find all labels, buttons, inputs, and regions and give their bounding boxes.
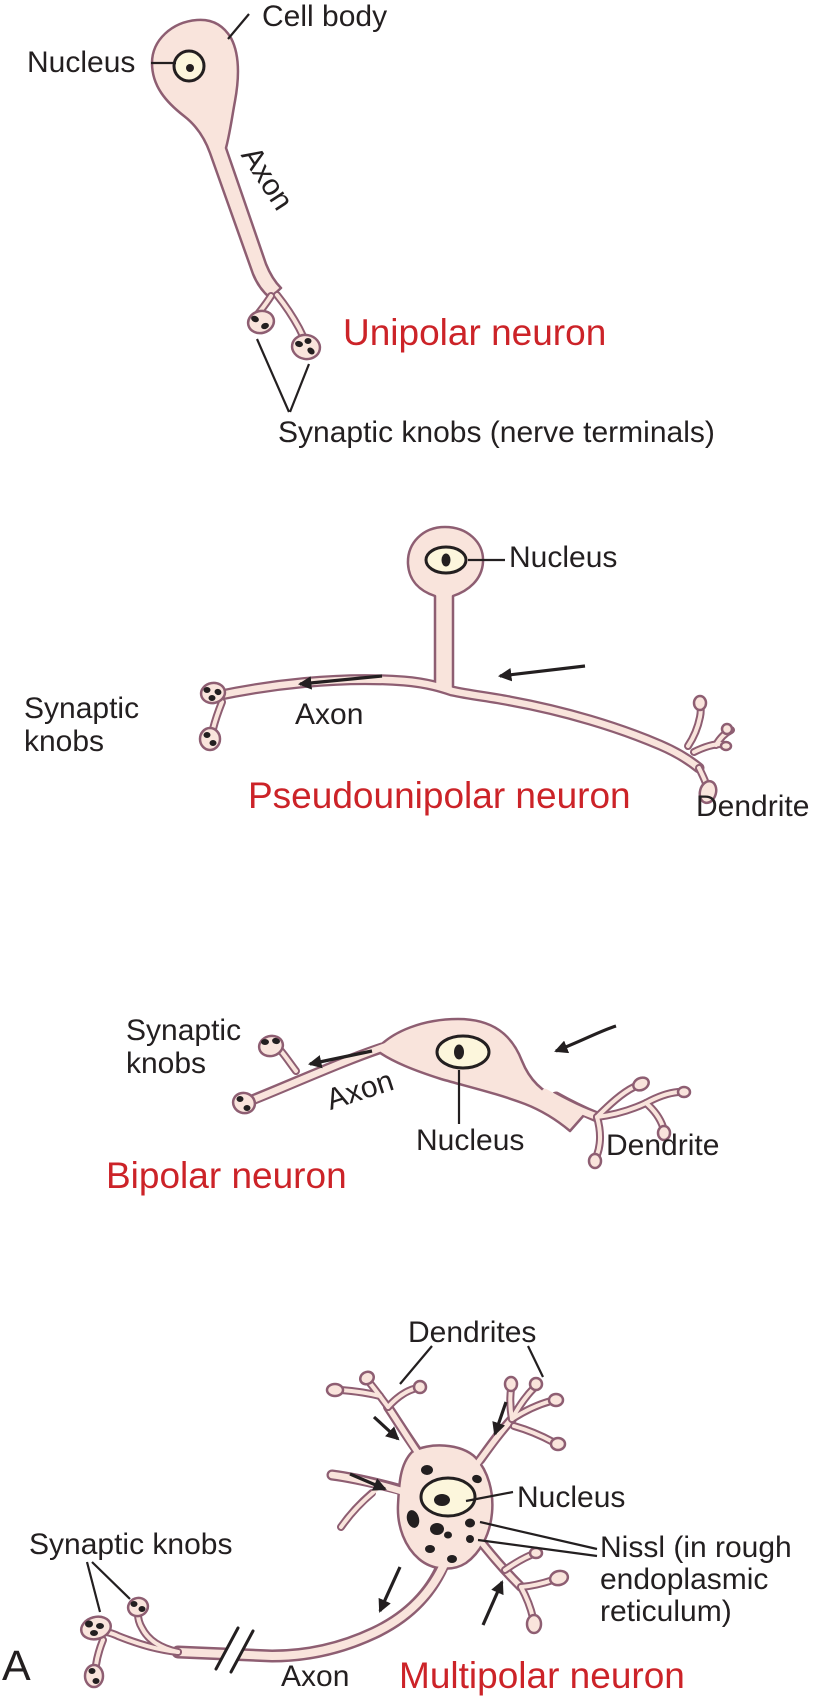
impulse-direction-arrow-icon <box>481 1580 504 1626</box>
pseudounipolar-neuron-title: Pseudounipolar neuron <box>248 775 631 816</box>
pseudounipolar-synaptic-knob <box>198 726 222 752</box>
impulse-direction-arrow-icon <box>297 674 383 690</box>
impulse-direction-arrow-icon <box>349 1472 387 1491</box>
unipolar-neuron-title: Unipolar neuron <box>343 312 607 353</box>
multipolar-dendrites-label: Dendrites <box>408 1316 537 1349</box>
impulse-direction-arrow-icon <box>554 1024 617 1054</box>
dendrites-leader-line <box>399 1345 433 1385</box>
dendrite-tip-bulb <box>692 694 708 712</box>
unipolar-nucleus-label: Nucleus <box>27 46 136 79</box>
impulse-direction-arrow-icon <box>492 1401 508 1436</box>
synaptic-vesicle-dots <box>85 1601 146 1684</box>
bipolar-neuron-title: Bipolar neuron <box>106 1155 347 1196</box>
impulse-direction-arrow-icon <box>308 1049 373 1069</box>
multipolar-synaptic-knobs-label: Synaptic knobs <box>29 1528 233 1561</box>
dendrites-leader-line <box>527 1345 544 1378</box>
dendrite-tip-bulb <box>720 722 734 736</box>
dendrite-tip-bulbs <box>325 1370 570 1635</box>
unipolar-synaptic-knobs-label: Synaptic knobs (nerve terminals) <box>278 416 715 449</box>
dendrite-tip-bulb <box>632 1076 650 1092</box>
dendrite-tip-bulb <box>656 1124 672 1142</box>
unipolar-cell-body-label: Cell body <box>262 0 388 33</box>
unipolar-synaptic-knob <box>290 333 322 361</box>
multipolar-axon-shape <box>171 1553 452 1663</box>
pseudounipolar-dendrite-label: Dendrite <box>696 790 810 823</box>
nissl-leader-line <box>477 1538 598 1558</box>
panel-label: A <box>2 1642 31 1690</box>
impulse-direction-arrow-icon <box>372 1415 400 1441</box>
nissl-bodies <box>406 1465 482 1563</box>
synaptic-vesicle-dots <box>203 687 222 746</box>
dendrite-tip-bulb <box>676 1085 692 1099</box>
bipolar-dendrite-label: Dendrite <box>606 1129 720 1162</box>
nucleus-leader-line <box>465 1490 514 1503</box>
multipolar-nucleolus-dot <box>434 1494 450 1506</box>
pseudounipolar-neuron-drawing <box>198 525 735 805</box>
bipolar-nucleolus-dot <box>454 1044 464 1060</box>
bipolar-neuron-drawing <box>231 1017 692 1170</box>
unipolar-synaptic-knob <box>246 309 276 335</box>
impulse-direction-arrow-icon <box>497 664 586 682</box>
multipolar-neuron-drawing <box>79 1345 598 1689</box>
dendrite-tip-bulb <box>719 740 733 752</box>
unipolar-nucleolus-dot <box>186 64 194 72</box>
multipolar-synaptic-knob <box>83 1663 105 1689</box>
multipolar-axon-label: Axon <box>281 1660 350 1693</box>
bipolar-terminal-branches <box>277 1047 682 1159</box>
cell-body-leader-line <box>227 13 250 40</box>
synaptic-knobs-leader-line <box>288 363 311 413</box>
bipolar-synaptic-knobs-label: Synaptic knobs <box>126 1014 242 1080</box>
axon-break-mark <box>214 1622 255 1680</box>
multipolar-nissl-label: Nissl (in rough endoplasmic reticulum) <box>600 1531 792 1628</box>
dendrite-tip-bulb <box>587 1152 603 1170</box>
multipolar-neuron-title: Multipolar neuron <box>399 1655 685 1696</box>
bipolar-nucleus-label: Nucleus <box>416 1124 525 1157</box>
impulse-direction-arrow-icon <box>378 1566 402 1613</box>
pseudounipolar-synaptic-knobs-label: Synaptic knobs <box>24 692 140 758</box>
unipolar-neuron-drawing <box>150 13 322 413</box>
synaptic-knobs-leader-line <box>85 1561 102 1613</box>
dendrite-tip-bulb <box>698 779 718 805</box>
pseudounipolar-nucleolus-dot <box>441 553 451 567</box>
pseudounipolar-axon-label: Axon <box>295 698 364 731</box>
synaptic-vesicle-dots <box>251 315 315 355</box>
synaptic-vesicle-dots <box>236 1037 280 1111</box>
pseudounipolar-nucleus-label: Nucleus <box>509 541 618 574</box>
multipolar-nucleus-label: Nucleus <box>517 1481 626 1514</box>
synaptic-knobs-leader-line <box>255 338 291 413</box>
synaptic-knobs-leader-line <box>91 1561 131 1600</box>
multipolar-synaptic-knob <box>79 1615 113 1641</box>
nissl-leader-line <box>479 1520 598 1551</box>
